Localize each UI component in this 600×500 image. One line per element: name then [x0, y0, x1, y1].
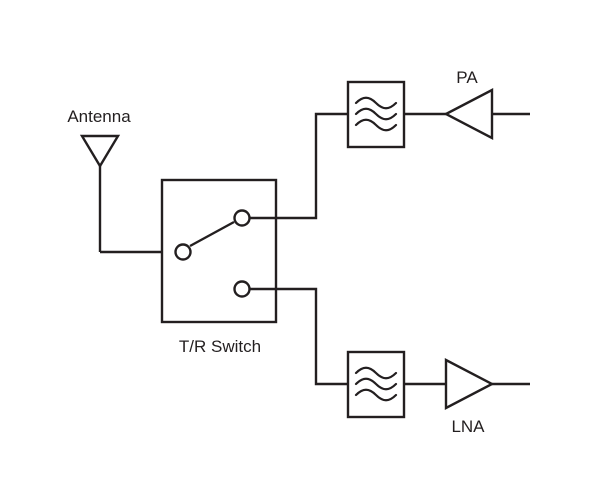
rx-filter — [346, 350, 406, 419]
switch-label: T/R Switch — [179, 337, 261, 356]
tx-wire — [249, 112, 348, 220]
antenna-label: Antenna — [67, 107, 131, 126]
lna-amplifier — [444, 358, 495, 410]
pa-amplifier — [443, 88, 494, 140]
tx-filter — [346, 80, 406, 149]
lna-label: LNA — [451, 417, 485, 436]
switch-tx-terminal — [233, 209, 251, 227]
pa-label: PA — [456, 68, 478, 87]
switch-rx-terminal — [233, 280, 251, 298]
rx-wire — [249, 287, 348, 386]
switch-common-terminal — [174, 243, 192, 261]
antenna-symbol — [79, 134, 121, 252]
switch-blade — [189, 220, 235, 248]
